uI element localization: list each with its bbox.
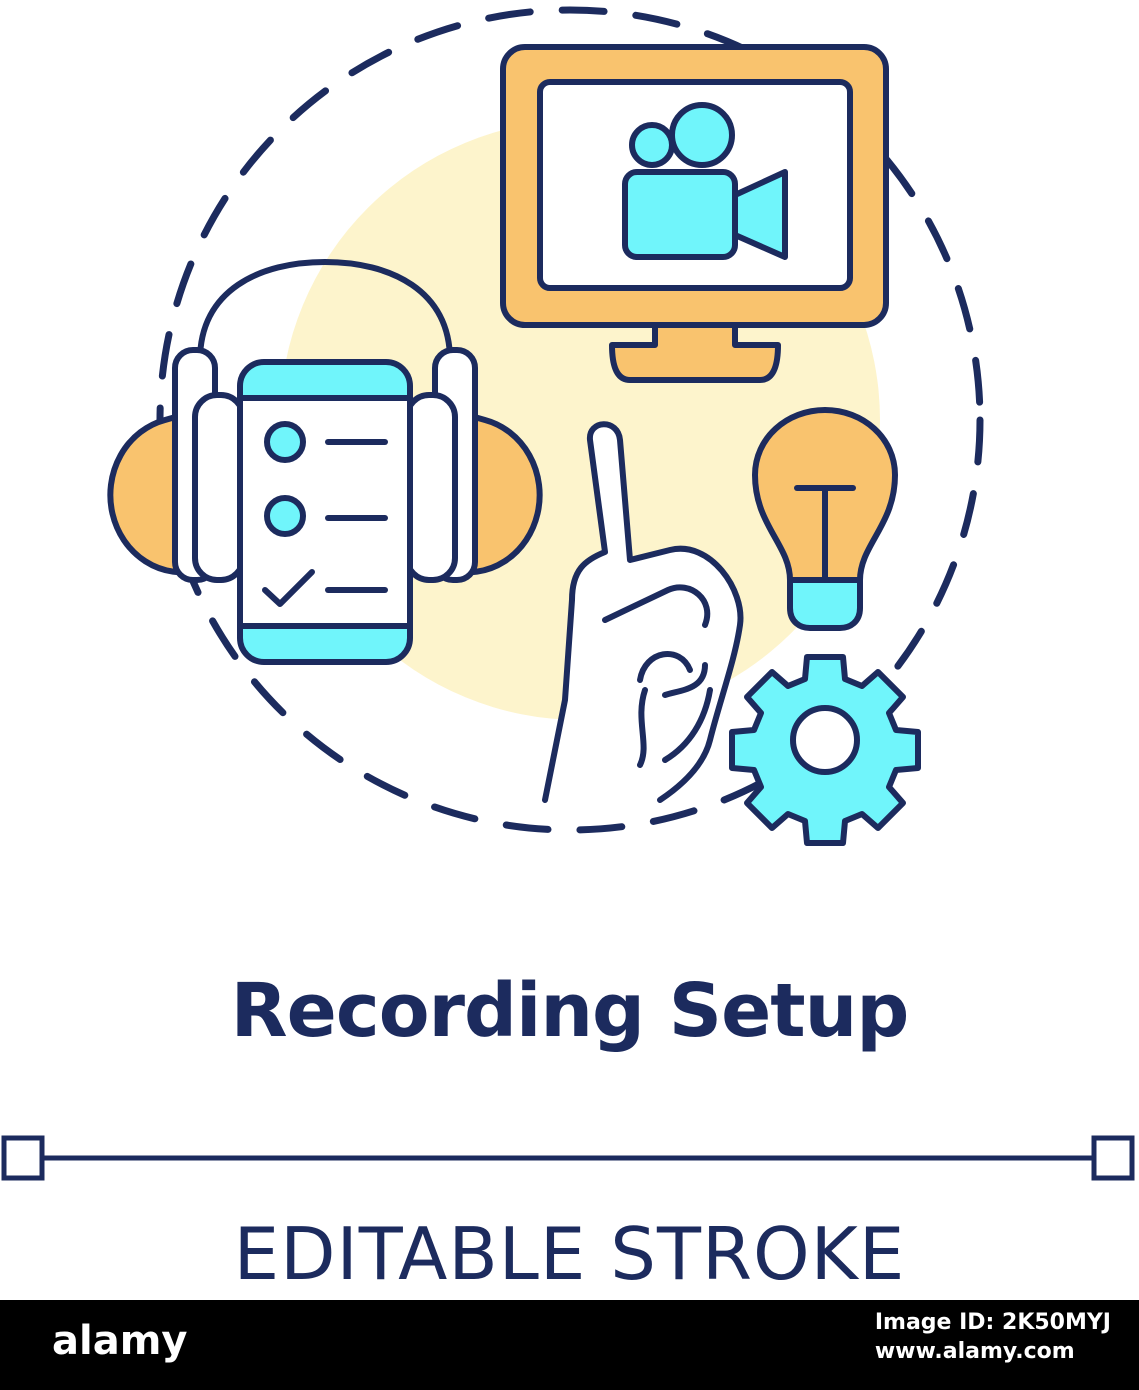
- monitor-icon: [500, 44, 889, 383]
- hand-gesture-icon: [542, 421, 744, 803]
- image-id: Image ID: 2K50MYJ: [874, 1310, 1111, 1335]
- video-camera-icon: [622, 102, 788, 260]
- anchor-square-right: [1091, 1135, 1135, 1181]
- recording-setup-illustration: [107, 6, 984, 846]
- smartphone-checklist-icon: [237, 359, 413, 665]
- editable-stroke-divider: [1, 1135, 1135, 1181]
- alamy-logo: alamy: [52, 1318, 188, 1364]
- headphones-icon: [107, 259, 543, 583]
- gear-icon: [729, 654, 921, 846]
- page-title: Recording Setup: [230, 968, 910, 1054]
- subtitle: EDITABLE STROKE: [233, 1212, 906, 1296]
- footer-url: www.alamy.com: [874, 1339, 1075, 1364]
- footer-bar: alamy Image ID: 2K50MYJ www.alamy.com: [0, 1300, 1139, 1390]
- lightbulb-icon: [752, 407, 898, 631]
- footer-info: Image ID: 2K50MYJ www.alamy.com: [875, 1310, 1111, 1364]
- anchor-square-left: [1, 1135, 45, 1181]
